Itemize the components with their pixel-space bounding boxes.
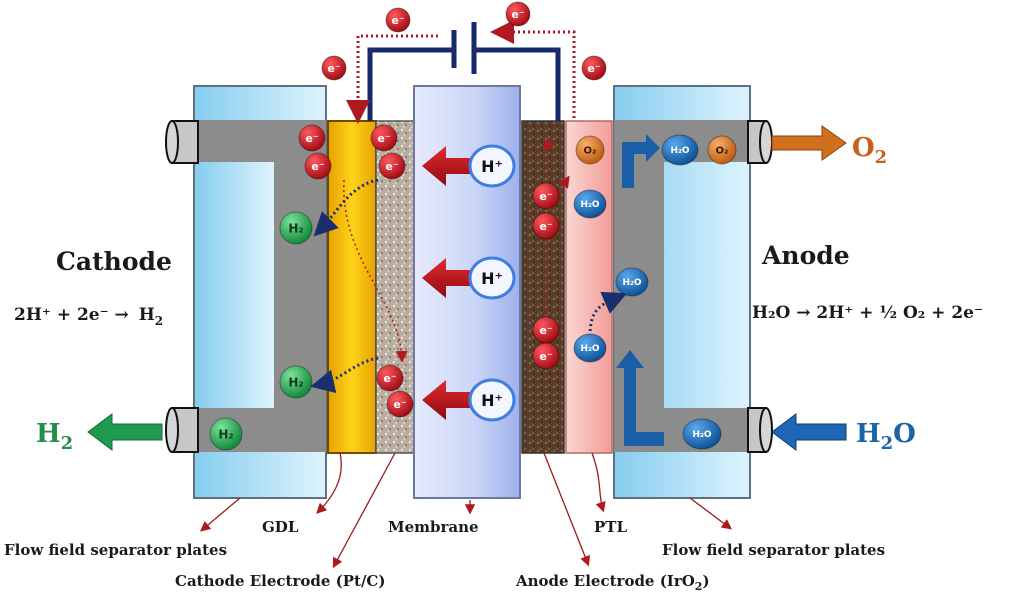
h2o-input-arrow: [771, 413, 847, 451]
electron-icon: e⁻: [321, 55, 347, 81]
caption-ptl: PTL: [594, 518, 627, 536]
caption-membrane: Membrane: [388, 518, 479, 536]
proton-flow-arrow: [422, 258, 470, 298]
proton-arrows: [422, 146, 470, 420]
caption-flow-field-left: Flow field separator plates: [4, 541, 227, 559]
svg-text:e⁻: e⁻: [377, 132, 390, 145]
cathode-bottom-port: [165, 407, 199, 453]
svg-text:e⁻: e⁻: [327, 62, 340, 75]
svg-text:e⁻: e⁻: [393, 398, 406, 411]
gas-paths: [310, 178, 627, 394]
electron-icon: e⁻: [385, 7, 411, 33]
hydrogen-molecule-icon: H₂: [279, 211, 313, 245]
caption-pointers: [200, 452, 733, 569]
proton-flow-arrow: [422, 380, 470, 420]
svg-text:H₂O: H₂O: [580, 344, 599, 354]
gdl-layer: [327, 120, 377, 454]
proton-icon: H⁺: [468, 378, 516, 422]
ptl-layer: [565, 120, 613, 454]
svg-text:H₂O: H₂O: [580, 200, 599, 210]
electron-inner-paths: [343, 137, 570, 363]
anode-flow-arrow-top: [622, 134, 660, 188]
water-molecule-icon: H₂O: [682, 418, 722, 450]
cathode-top-port: [165, 120, 199, 164]
external-circuit: [367, 22, 561, 121]
svg-text:H⁺: H⁺: [481, 391, 503, 410]
electron-icon: e⁻: [532, 182, 560, 210]
h2o-input-label: H2O: [856, 419, 916, 454]
electron-icon: e⁻: [298, 124, 326, 152]
svg-text:H₂O: H₂O: [692, 430, 711, 440]
electron-icon: e⁻: [581, 55, 607, 81]
proton-icon: H⁺: [468, 256, 516, 300]
caption-gdl: GDL: [262, 518, 299, 536]
hydrogen-molecule-icon: H₂: [279, 365, 313, 399]
o2-output-arrow: [771, 125, 847, 161]
h2-output-label: H2: [36, 419, 73, 454]
water-molecule-icon: H₂O: [573, 333, 607, 363]
o2-output-label: O2: [852, 133, 887, 168]
electron-icon: e⁻: [376, 364, 404, 392]
svg-text:e⁻: e⁻: [383, 372, 396, 385]
water-molecule-icon: H₂O: [661, 134, 699, 166]
hydrogen-molecule-icon: H₂: [209, 417, 243, 451]
svg-text:H⁺: H⁺: [481, 157, 503, 176]
water-molecule-icon: H₂O: [573, 189, 607, 219]
caption-cathode-electrode: Cathode Electrode (Pt/C): [175, 572, 385, 590]
svg-text:e⁻: e⁻: [305, 132, 318, 145]
electron-icon: e⁻: [505, 1, 531, 27]
svg-text:H⁺: H⁺: [481, 269, 503, 288]
electron-icon: e⁻: [370, 124, 398, 152]
electron-icon: e⁻: [378, 152, 406, 180]
proton-icon: H⁺: [468, 144, 516, 188]
electron-icon: e⁻: [304, 152, 332, 180]
oxygen-molecule-icon: O₂: [575, 135, 605, 165]
svg-text:e⁻: e⁻: [311, 160, 324, 173]
caption-anode-electrode: Anode Electrode (IrO2): [515, 572, 710, 593]
caption-flow-field-right: Flow field separator plates: [662, 541, 885, 559]
svg-text:e⁻: e⁻: [539, 350, 552, 363]
svg-text:O₂: O₂: [584, 146, 597, 157]
electron-icon: e⁻: [532, 342, 560, 370]
svg-text:H₂O: H₂O: [670, 146, 689, 156]
svg-text:H₂O: H₂O: [622, 278, 641, 288]
svg-text:O₂: O₂: [716, 146, 729, 157]
svg-text:e⁻: e⁻: [539, 324, 552, 337]
svg-text:e⁻: e⁻: [391, 14, 404, 27]
electron-icon: e⁻: [386, 390, 414, 418]
cathode-reaction: 2H⁺ + 2e⁻ →H2: [14, 305, 163, 328]
anode-reaction: H₂O → 2H⁺ + ½ O₂ + 2e⁻: [752, 303, 983, 323]
svg-text:H₂: H₂: [288, 375, 303, 389]
svg-text:e⁻: e⁻: [385, 160, 398, 173]
anode-flow-arrow-bottom: [616, 350, 664, 446]
proton-flow-arrow: [422, 146, 470, 186]
svg-text:H₂: H₂: [288, 221, 303, 235]
svg-text:e⁻: e⁻: [587, 62, 600, 75]
svg-text:H₂: H₂: [218, 427, 233, 441]
molecules: e⁻ e⁻ e⁻ e⁻ e⁻ e⁻ e⁻ e⁻ e⁻ e⁻ e⁻ e⁻ e⁻ e⁻ H₂ H₂ H₂ O₂ O₂ H₂…: [209, 1, 737, 451]
electron-icon: e⁻: [532, 316, 560, 344]
anode-label: Anode: [761, 241, 850, 270]
electron-path-cathode: [346, 34, 438, 124]
electron-icon: e⁻: [532, 212, 560, 240]
anode-bottom-port: [747, 407, 773, 453]
svg-text:e⁻: e⁻: [539, 220, 552, 233]
water-molecule-icon: H₂O: [615, 267, 649, 297]
h2-output-arrow: [87, 413, 163, 451]
svg-text:e⁻: e⁻: [539, 190, 552, 203]
anode-top-port: [747, 120, 773, 164]
oxygen-molecule-icon: O₂: [707, 135, 737, 165]
svg-text:e⁻: e⁻: [511, 8, 524, 21]
anode-electrode-layer: [521, 120, 565, 454]
cathode-label: Cathode: [56, 247, 172, 276]
electron-path-anode: [490, 20, 576, 118]
